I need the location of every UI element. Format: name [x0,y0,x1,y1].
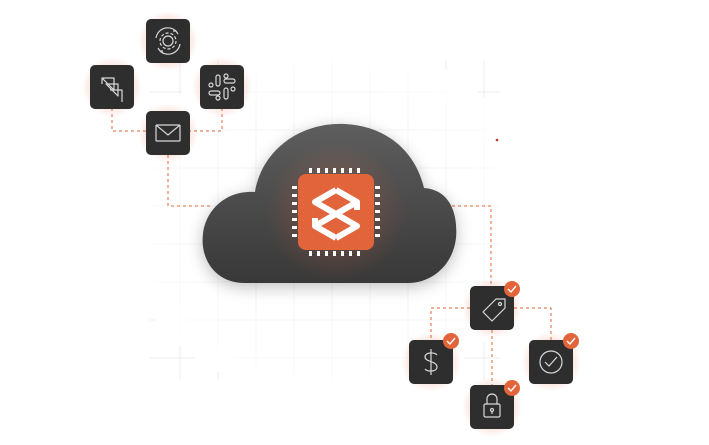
mail-icon [155,124,181,142]
connector-cloud-tag [440,205,492,286]
integration-tile-mail[interactable] [138,103,198,163]
output-tile-dollar[interactable] [401,332,461,392]
connector-mail-cloud [167,155,210,207]
check-badge [443,333,459,349]
integration-tile-jira[interactable] [82,57,142,117]
connector-tag-check [514,307,552,340]
check-mark-icon [507,285,517,294]
decorative-dot [495,138,499,142]
slack-icon [208,73,236,101]
integration-tile-slack[interactable] [192,57,252,117]
output-tile-check[interactable] [521,332,581,392]
check-mark-icon [566,337,576,346]
output-tile-tag[interactable] [462,278,522,338]
tag-icon [482,298,506,322]
check-circle-icon [539,350,563,374]
check-badge [504,281,520,297]
gear-sync-icon [155,27,181,55]
platform-logo-icon [312,187,360,241]
check-mark-icon [507,384,517,393]
jira-icon [101,77,123,102]
chip-pins [292,168,380,256]
check-badge [504,380,520,396]
platform-logo-chip[interactable] [266,142,406,282]
connector-tag-dollar [430,307,470,340]
integration-tile-gear[interactable] [138,11,198,71]
dollar-icon [424,349,438,375]
lock-icon [483,393,501,418]
check-badge [563,333,579,349]
output-tile-lock[interactable] [462,377,522,437]
check-mark-icon [446,337,456,346]
